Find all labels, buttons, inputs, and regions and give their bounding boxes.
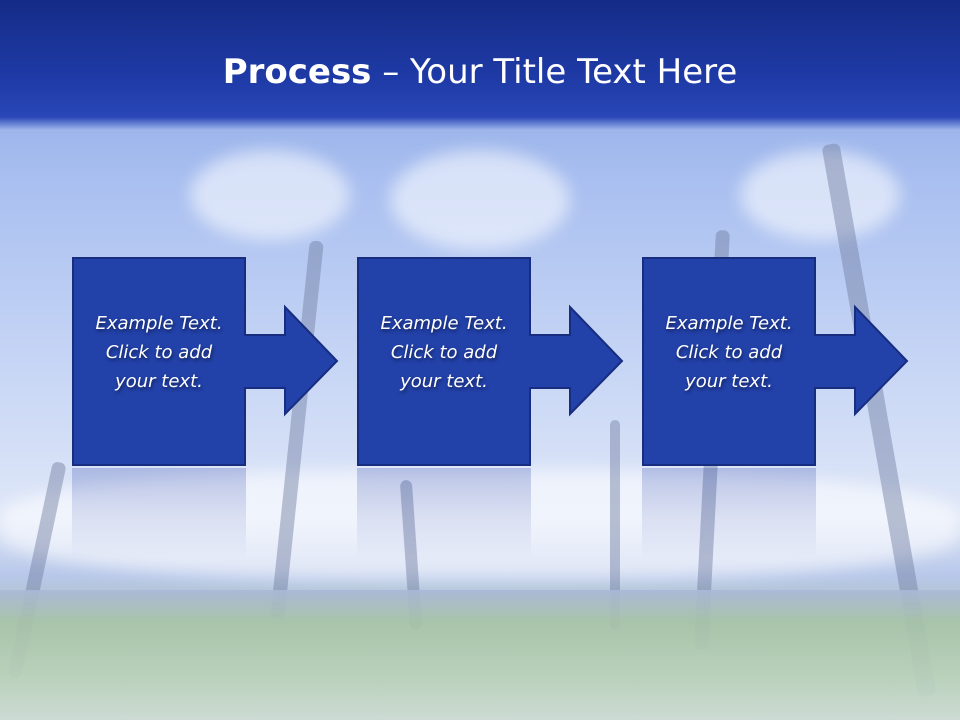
process-step-2[interactable]: Example Text. Click to add your text. [357, 257, 627, 472]
process-step-1[interactable]: Example Text. Click to add your text. [72, 257, 342, 472]
cloud [190, 150, 350, 240]
process-step-3[interactable]: Example Text. Click to add your text. [642, 257, 912, 472]
cloud [390, 150, 570, 250]
text-line: your text. [685, 371, 773, 392]
slide-title[interactable]: Process – Your Title Text Here [0, 52, 960, 92]
title-bold: Process [222, 52, 372, 92]
lawn [0, 590, 960, 720]
cloud [740, 150, 900, 240]
box-arrow-shape [642, 257, 909, 466]
reflection [357, 468, 531, 558]
reflection [642, 468, 816, 558]
title-rest: – Your Title Text Here [371, 52, 738, 92]
palm-trunk [610, 420, 620, 630]
title-bar: Process – Your Title Text Here [0, 0, 960, 130]
step-text[interactable]: Example Text. Click to add your text. [72, 309, 246, 396]
cloud [0, 470, 960, 580]
text-line: your text. [400, 371, 488, 392]
box-arrow-shape [357, 257, 624, 466]
text-line: your text. [115, 371, 203, 392]
text-line: Example Text. [95, 313, 223, 334]
step-text[interactable]: Example Text. Click to add your text. [642, 309, 816, 396]
text-line: Click to add [675, 342, 783, 363]
text-line: Example Text. [380, 313, 508, 334]
box-arrow-shape [72, 257, 339, 466]
reflection [72, 468, 246, 558]
text-line: Click to add [390, 342, 498, 363]
text-line: Click to add [105, 342, 213, 363]
step-text[interactable]: Example Text. Click to add your text. [357, 309, 531, 396]
text-line: Example Text. [665, 313, 793, 334]
